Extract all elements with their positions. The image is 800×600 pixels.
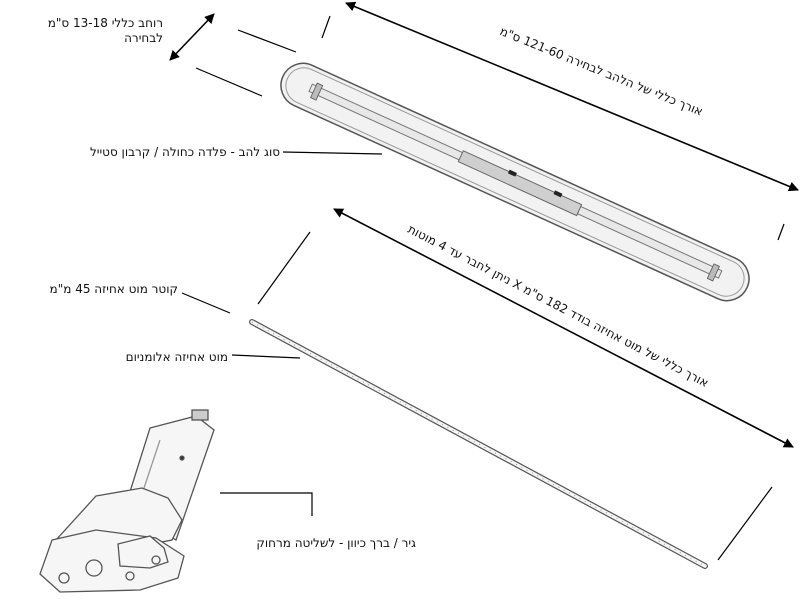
width-label: רוחב כללי 13-18 ס"מ לבחירה	[28, 16, 163, 46]
width-extension-line-top	[237, 29, 297, 53]
rod-material-leader	[231, 354, 301, 359]
gear-knee-joint	[39, 409, 215, 593]
blade-length-tick-left	[321, 15, 331, 39]
blade-length-tick-right	[777, 223, 785, 241]
rod-length-arrow	[333, 208, 794, 448]
gear-label: גיר / ברך כיוון - לשליטה מרחוק	[256, 536, 416, 550]
blade-length-arrow	[345, 1, 799, 192]
blade-type-leader	[282, 151, 383, 155]
rod-length-tick-left	[257, 231, 311, 305]
rod-material-label: מוט אחיזה אלומניום	[125, 350, 228, 364]
width-dimension-arrow	[169, 13, 215, 61]
handle-rod	[249, 319, 708, 569]
rod-length-tick-right	[717, 486, 773, 561]
rod-diameter-leader	[181, 292, 231, 314]
rod-diameter-label: קוטר מוט אחיזה 45 מ"מ	[49, 282, 178, 296]
width-extension-line-bottom	[195, 67, 263, 97]
trowel-blade	[280, 62, 750, 302]
width-label-line2: לבחירה	[124, 31, 163, 45]
blade-type-label: סוג להב - פלדה כחולה / קרבון סטייל	[89, 145, 280, 159]
gear-leader	[220, 492, 313, 516]
width-label-line1: רוחב כללי 13-18 ס"מ	[47, 16, 163, 30]
